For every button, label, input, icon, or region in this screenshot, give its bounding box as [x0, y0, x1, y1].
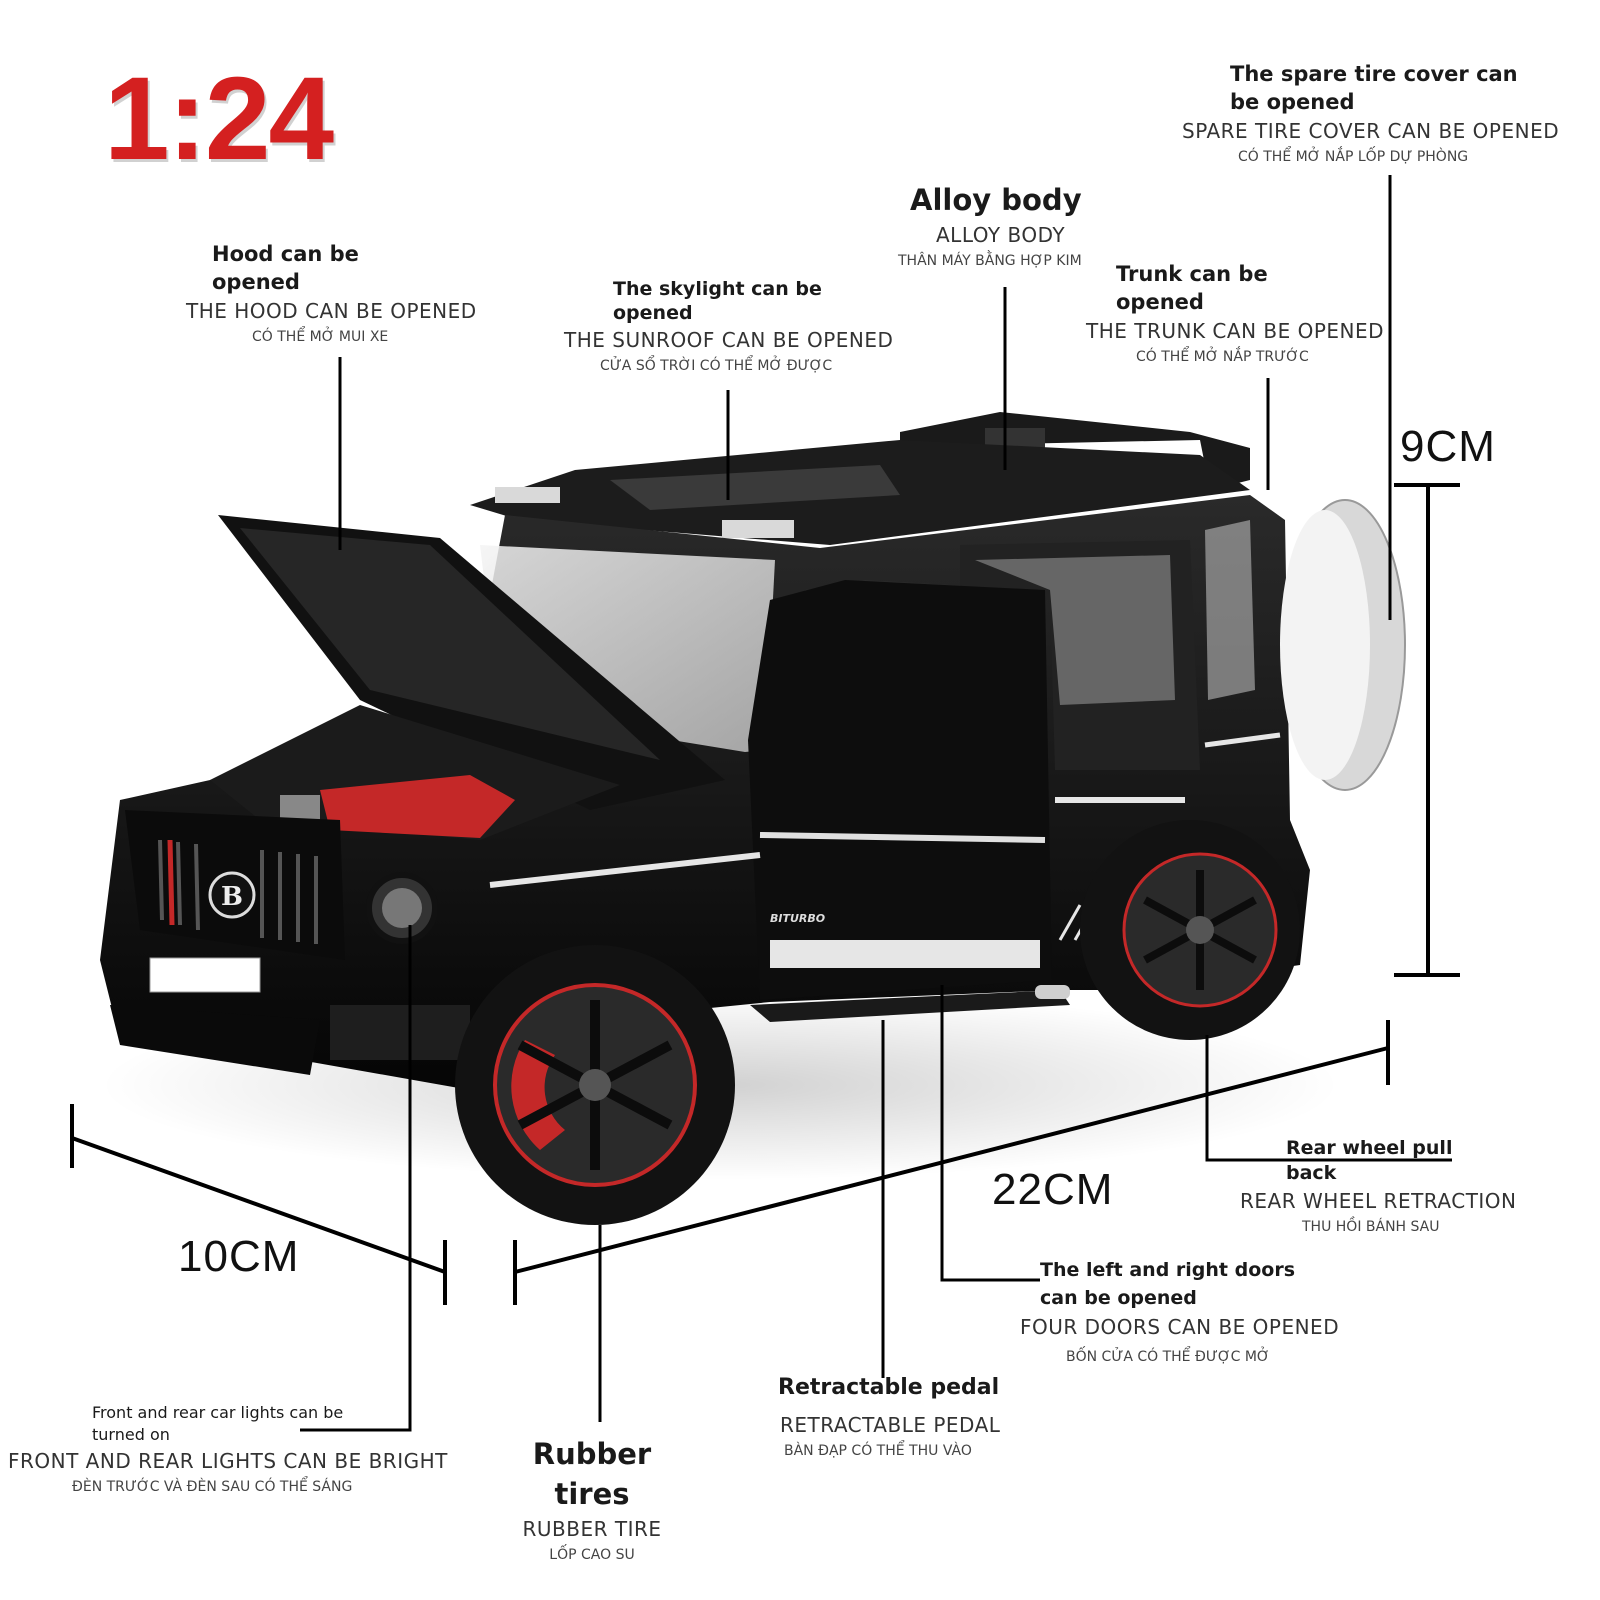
front-bumper-vent — [330, 1005, 470, 1060]
leader-lines — [300, 175, 1452, 1432]
rear-wheel-leader — [1205, 1035, 1452, 1162]
sunroof — [610, 465, 900, 510]
door-sill-white — [770, 940, 1040, 968]
door-trim-strip — [759, 832, 1046, 843]
callout-vietnamese: THÂN MÁY BẰNG HỢP KIM — [898, 253, 1082, 269]
license-plate — [149, 957, 261, 993]
callout-vietnamese: THU HỒI BÁNH SAU — [1302, 1219, 1440, 1235]
callout-english: SPARE TIRE COVER CAN BE OPENED — [1182, 119, 1560, 143]
hood-inner — [240, 528, 660, 760]
callout-english: FRONT AND REAR LIGHTS CAN BE BRIGHT — [8, 1449, 448, 1473]
callout-trunk: Trunk can be opened THE TRUNK CAN BE OPE… — [1086, 260, 1406, 368]
callout-title: Hood can be opened — [212, 242, 359, 294]
width-dimension-label: 10CM — [178, 1232, 300, 1281]
callout-vietnamese: CỬA SỔ TRỜI CÓ THỂ MỞ ĐƯỢC — [600, 358, 833, 374]
scale-label: 1:24 — [104, 53, 334, 185]
rear-hub — [1186, 916, 1214, 944]
callout-title: Alloy body — [910, 183, 1082, 217]
callout-english: RUBBER TIRE — [522, 1517, 662, 1541]
callout-title: Retractable pedal — [778, 1375, 1000, 1400]
callout-tires: Rubber tires RUBBER TIRE LỐP CAO SU — [492, 1434, 692, 1566]
roof-light-front — [495, 487, 560, 503]
callout-title: Trunk can be opened — [1116, 262, 1268, 314]
headlight-lens — [382, 888, 422, 928]
front-grille — [158, 839, 318, 944]
grille-badge-ring — [208, 871, 256, 919]
callout-english: THE HOOD CAN BE OPENED — [186, 299, 477, 323]
callout-english: THE SUNROOF CAN BE OPENED — [564, 328, 894, 352]
length-dimension-line — [514, 1046, 1389, 1274]
spare-tire-face — [1280, 510, 1370, 780]
callout-english: RETRACTABLE PEDAL — [780, 1413, 1001, 1437]
callout-hood: Hood can be opened THE HOOD CAN BE OPENE… — [186, 240, 506, 348]
callout-alloy-body: Alloy body ALLOY BODY THÂN MÁY BẰNG HỢP … — [898, 180, 1120, 272]
height-dimension-label: 9CM — [1400, 422, 1496, 471]
callout-skylight: The skylight can be opened THE SUNROOF C… — [564, 277, 914, 377]
callout-english: FOUR DOORS CAN BE OPENED — [1020, 1315, 1340, 1339]
quarter-stripe — [1204, 732, 1281, 748]
front-door-open — [748, 580, 1052, 1000]
callout-title: The spare tire cover can be opened — [1230, 62, 1518, 114]
body-stripe — [489, 852, 761, 888]
callout-title: The skylight can be opened — [613, 278, 822, 324]
callout-vietnamese: BỐN CỬA CÓ THỂ ĐƯỢC MỞ — [1066, 1349, 1270, 1365]
lights-leader — [300, 925, 412, 1432]
grille-red-bar — [167, 839, 175, 926]
spoiler-mount — [985, 428, 1045, 448]
callout-vietnamese: ĐÈN TRƯỚC VÀ ĐÈN SAU CÓ THỂ SÁNG — [72, 1479, 353, 1495]
callout-vietnamese: CÓ THỂ MỞ NẮP TRƯỚC — [1136, 349, 1309, 365]
callout-rear-wheel: Rear wheel pull back REAR WHEEL RETRACTI… — [1240, 1136, 1560, 1238]
engine-part — [280, 795, 320, 820]
callout-spare-tire: The spare tire cover can be opened SPARE… — [1182, 60, 1582, 168]
callout-vietnamese: CÓ THỂ MỞ NẮP LỐP DỰ PHÒNG — [1238, 149, 1469, 165]
callout-vietnamese: CÓ THỂ MỞ MUI XE — [252, 329, 389, 345]
callout-title: Rear wheel pull back — [1286, 1137, 1453, 1184]
callout-pedal: Retractable pedal RETRACTABLE PEDAL BÀN … — [778, 1374, 1018, 1462]
length-dimension-label: 22CM — [992, 1165, 1114, 1214]
callout-vietnamese: LỐP CAO SU — [549, 1547, 635, 1563]
callout-lights: Front and rear car lights can be turned … — [8, 1402, 468, 1498]
callout-english: REAR WHEEL RETRACTION — [1240, 1189, 1517, 1213]
front-bumper-lower — [110, 1005, 320, 1075]
exhaust-tip — [1035, 985, 1070, 999]
dimension-lines — [70, 483, 1460, 1305]
front-hub — [579, 1069, 611, 1101]
rear-door-glass — [975, 555, 1175, 705]
callout-title: Front and rear car lights can be turned … — [92, 1403, 344, 1444]
biturbo-badge: BITURBO — [770, 912, 825, 925]
grille-badge-letter: B — [221, 882, 243, 912]
doors-leader — [940, 985, 1040, 1282]
engine-cover-red — [320, 775, 515, 838]
callout-english: ALLOY BODY — [936, 223, 1066, 247]
rear-quarter-window — [1205, 520, 1255, 700]
callout-title: The left and right doors can be opened — [1040, 1259, 1296, 1309]
callout-vietnamese: BÀN ĐẠP CÓ THỂ THU VÀO — [784, 1443, 972, 1459]
callout-title: Rubber tires — [532, 1437, 652, 1511]
callout-doors: The left and right doors can be opened F… — [1020, 1256, 1360, 1368]
side-step — [750, 990, 1070, 1022]
callout-english: THE TRUNK CAN BE OPENED — [1086, 319, 1385, 343]
roof-light-side — [722, 520, 794, 538]
width-dimension-line — [71, 1136, 446, 1274]
